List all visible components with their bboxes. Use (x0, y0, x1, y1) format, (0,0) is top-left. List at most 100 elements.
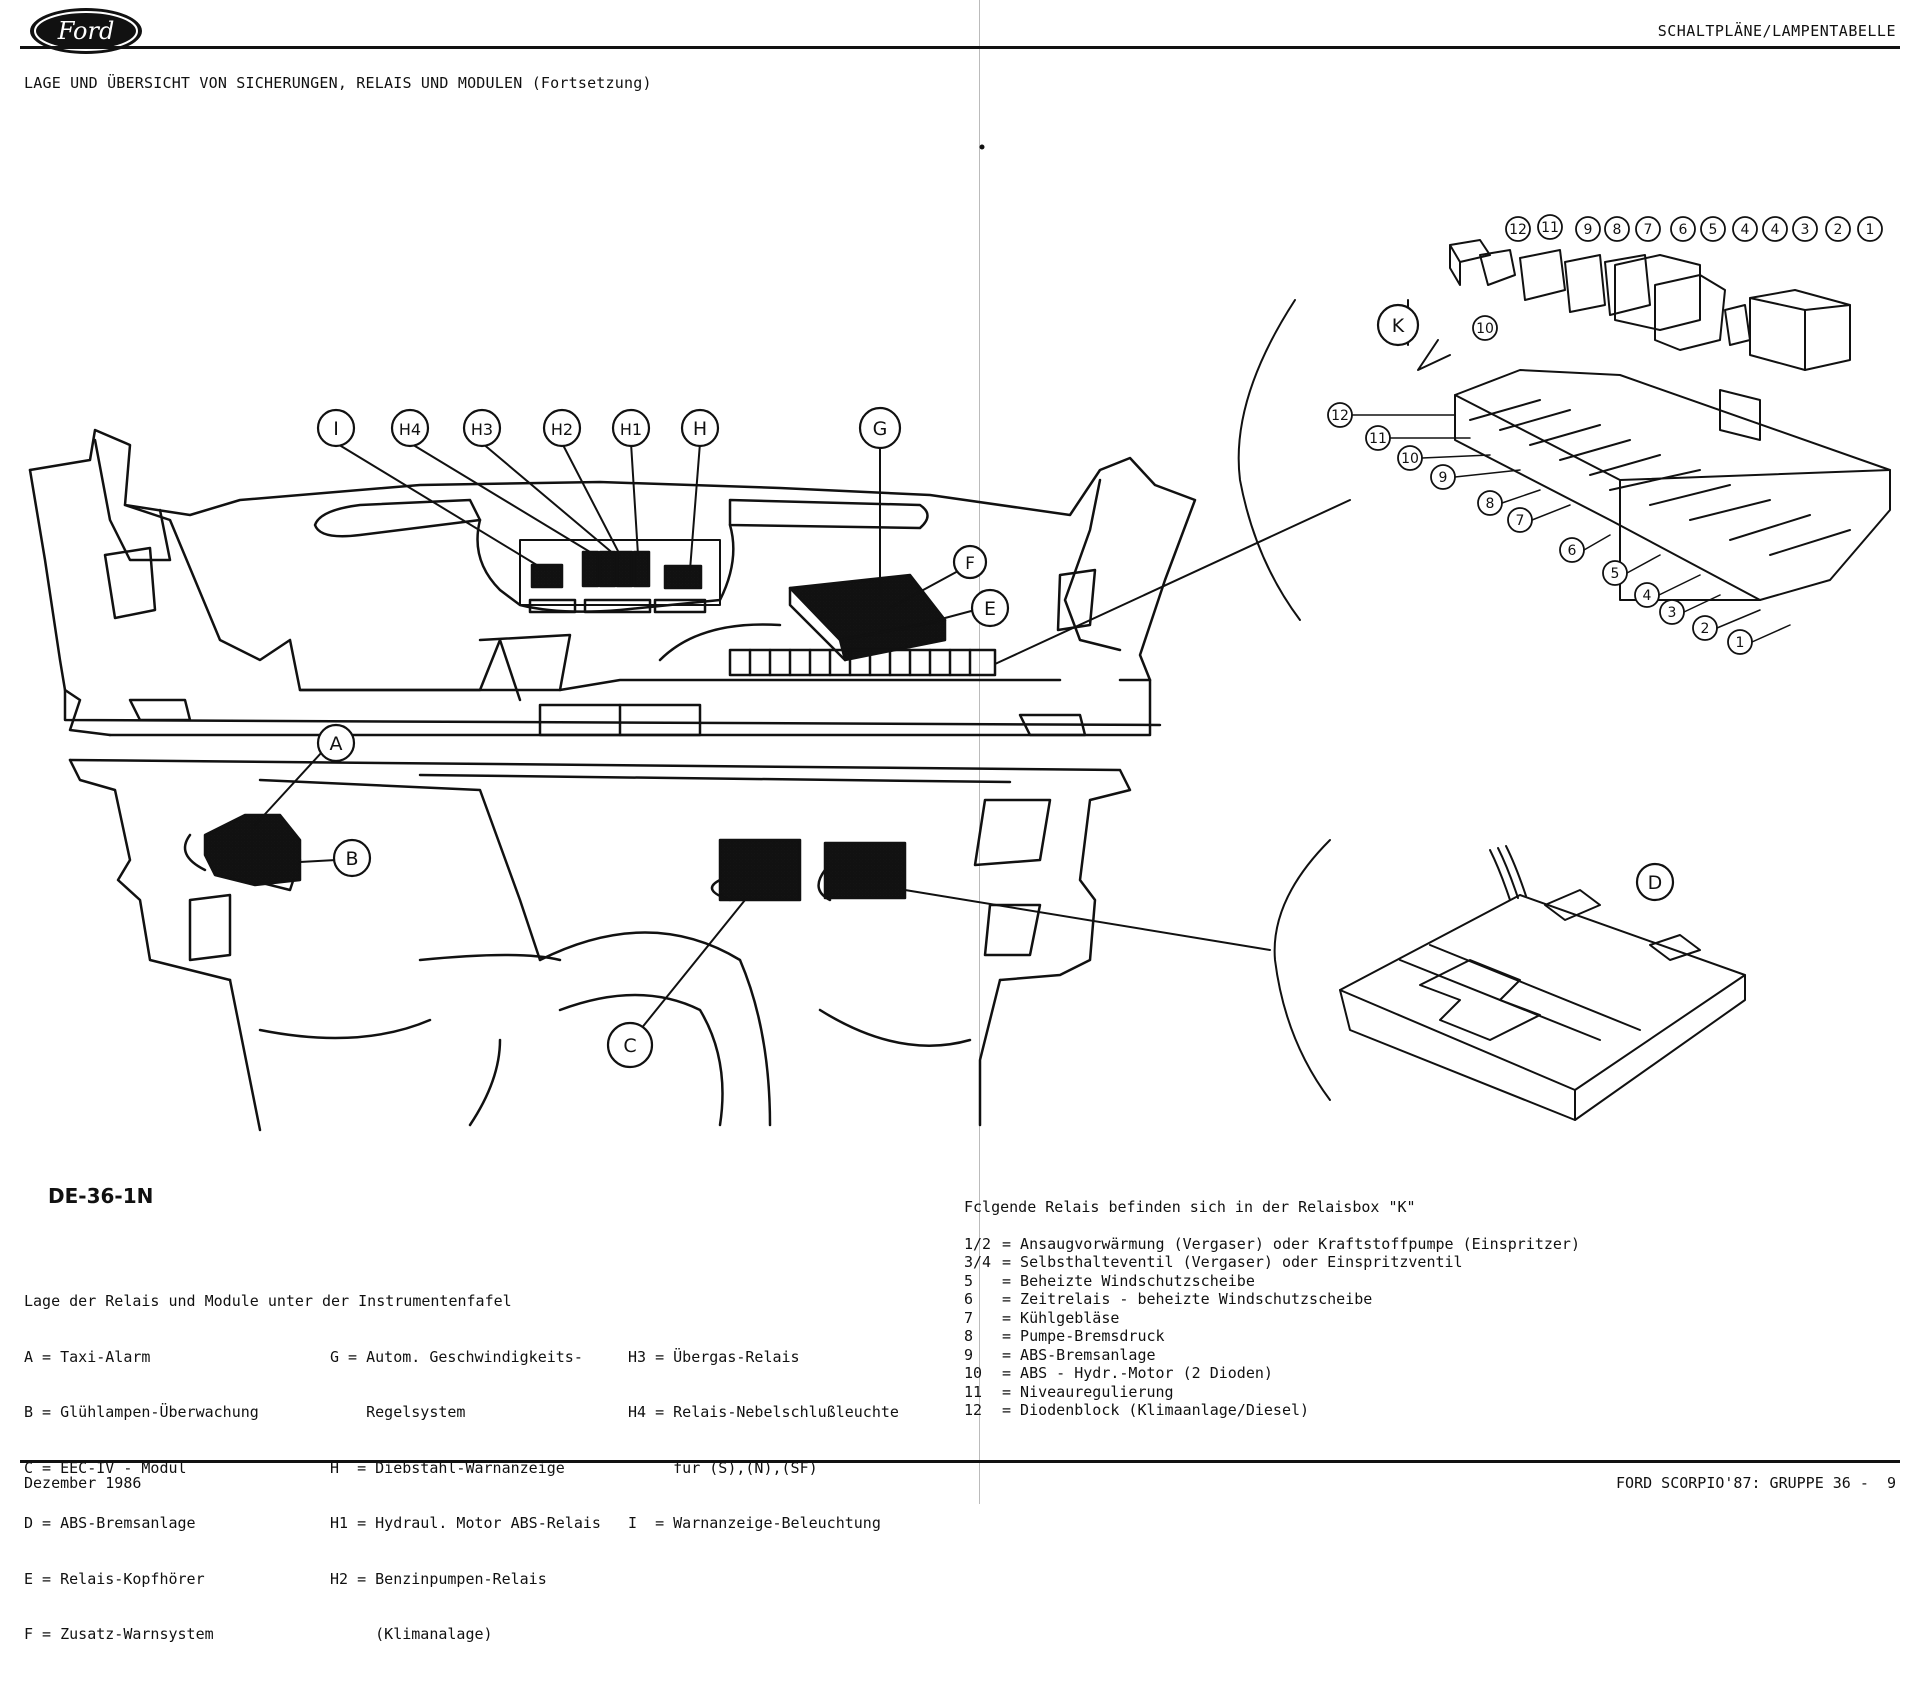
callouts (316, 303, 1675, 1069)
legend-row: (Klimanalage) (330, 1625, 493, 1643)
relay-numbers-box (1327, 402, 1753, 655)
relay-box-number-label: 2 (1701, 621, 1710, 637)
relay-row: 1/2= Ansaugvorwärmung (Vergaser) oder Kr… (964, 1234, 1580, 1253)
legend-column-2: G = Autom. Geschwindigkeits- Regelsystem… (330, 1311, 601, 1681)
legend-row: G = Autom. Geschwindigkeits- (330, 1347, 583, 1366)
callout-k (1376, 303, 1420, 347)
legend-row: A = Taxi-Alarm (24, 1347, 151, 1366)
leader-lines (254, 299, 1451, 1041)
marker-dot (979, 144, 985, 150)
legend-row: B = Glühlampen-Überwachung (24, 1403, 259, 1421)
relay-box-legend-intro: Fclgende Relais befinden sich in der Rel… (964, 1198, 1416, 1216)
legend-row: H2 = Benzinpumpen-Relais (330, 1569, 547, 1588)
relay-row: 12= Diodenblock (Klimaanlage/Diesel) (964, 1401, 1310, 1419)
callout-f (952, 544, 988, 580)
page-subtitle: LAGE UND ÜBERSICHT VON SICHERUNGEN, RELA… (24, 74, 652, 92)
legend-row: für (S),(N),(SF) (628, 1458, 818, 1477)
relay-box-number-label: 6 (1568, 543, 1577, 559)
dashboard-diagram: I H4 H3 H2 H1 H G F E A B C D K (28, 144, 1891, 1132)
relay-numbers-top (1472, 214, 1883, 341)
legend-row: I = Warnanzeige-Beleuchtung (628, 1514, 881, 1532)
callout-label-a: A (330, 733, 343, 755)
ford-logo: Ford (30, 8, 142, 54)
callout-label-d: D (1648, 872, 1663, 894)
relay-box-number-label: 8 (1486, 496, 1495, 512)
relay-row: 10= ABS - Hydr.-Motor (2 Dioden) (964, 1364, 1273, 1382)
relay-group-h (530, 550, 703, 590)
relay-box-number-label: 1 (1736, 635, 1745, 651)
relay-box-number-label: 5 (1611, 566, 1620, 582)
dashboard-outline (28, 428, 1197, 737)
legend-row: C = EEC-IV - Modul (24, 1458, 187, 1477)
relay-number-label: 4 (1771, 222, 1780, 238)
legend-row: Regelsystem (330, 1403, 466, 1421)
relay-number-label: 7 (1644, 222, 1653, 238)
relay-box-legend: Fclgende Relais befinden sich in der Rel… (964, 1198, 1580, 1420)
callout-h3 (462, 408, 502, 448)
callout-label-h2: H2 (551, 420, 573, 439)
relay-number-label: 10 (1476, 321, 1494, 337)
legend-row: D = ABS-Bremsanlage (24, 1514, 196, 1532)
footer-date: Dezember 1986 (24, 1474, 142, 1492)
footer-reference: FORD SCORPIO'87: GRUPPE 36 - 9 (1616, 1474, 1896, 1492)
callout-c (606, 1021, 654, 1069)
callout-label-h3: H3 (471, 420, 493, 439)
relay-number-label: 1 (1866, 222, 1875, 238)
relay-number-label: 6 (1679, 222, 1688, 238)
callout-label-e: E (984, 598, 996, 620)
relay-row: 11= Niveauregulierung (964, 1382, 1174, 1401)
abs-detail-arc (1273, 839, 1331, 1101)
relay-box-number-label: 10 (1401, 451, 1419, 467)
legend-row: H = Diebstahl-Warnanzeige (330, 1458, 565, 1477)
relay-row: 5= Beheizte Windschutzscheibe (964, 1271, 1255, 1290)
module-legend: Lage der Relais und Module unter der Ins… (24, 1292, 899, 1643)
relay-box-number-label: 3 (1668, 605, 1677, 621)
callout-a (316, 723, 356, 763)
relay-row: 8= Pumpe-Bremsdruck (964, 1327, 1165, 1345)
relay-number-label: 2 (1834, 222, 1843, 238)
callout-h (680, 408, 720, 448)
fuse-strip (658, 623, 997, 677)
header-divider (20, 46, 1900, 49)
relay-box-number-label: 11 (1369, 431, 1387, 447)
callout-label-f: F (965, 554, 975, 574)
callout-g (858, 406, 902, 450)
relay-row: 7= Kühlgebläse (964, 1308, 1120, 1327)
legend-row: F = Zusatz-Warnsystem (24, 1625, 214, 1643)
relay-number-label: 9 (1584, 222, 1593, 238)
lower-dashboard (68, 758, 1132, 1132)
relay-box-number-label: 12 (1331, 408, 1349, 424)
relay-box-number-label: 7 (1516, 513, 1525, 529)
relaybox-k-detail (1449, 239, 1891, 601)
callout-label-b: B (345, 848, 358, 870)
figure-code: DE-36-1N (48, 1184, 154, 1208)
callout-label-h4: H4 (399, 420, 421, 439)
relay-number-label: 8 (1613, 222, 1622, 238)
module-a-b (183, 813, 302, 887)
legend-row: H3 = Übergas-Relais (628, 1347, 800, 1366)
module-c (710, 838, 907, 902)
callout-label-h: H (693, 418, 707, 440)
relay-box-leaders (1351, 414, 1791, 643)
legend-row: H1 = Hydraul. Motor ABS-Relais (330, 1514, 601, 1532)
relay-row: 6= Zeitrelais - beheizte Windschutzschei… (964, 1290, 1373, 1308)
callout-h4 (390, 408, 430, 448)
page-fold-line (979, 0, 980, 1504)
relay-row: 3/4= Selbsthalteventil (Vergaser) oder E… (964, 1253, 1463, 1271)
relaybox-detail-arc (1237, 299, 1301, 621)
legend-column-3: H3 = Übergas-Relais H4 = Relais-Nebelsch… (628, 1311, 899, 1570)
svg-text:Ford: Ford (57, 17, 115, 45)
instrument-cluster (313, 498, 929, 614)
callout-d (1635, 862, 1675, 902)
callout-label-k: K (1392, 315, 1405, 337)
relay-box-number-label: 9 (1439, 470, 1448, 486)
callout-label-g: G (873, 418, 888, 440)
relay-number-label: 11 (1541, 220, 1559, 236)
relay-box-number-label: 4 (1643, 588, 1652, 604)
callout-i (316, 408, 356, 448)
relay-number-label: 4 (1741, 222, 1750, 238)
callout-b (332, 838, 372, 878)
callout-e (970, 588, 1010, 628)
section-title: SCHALTPLÄNE/LAMPENTABELLE (1657, 22, 1896, 40)
abs-module-d-detail (1339, 845, 1746, 1121)
